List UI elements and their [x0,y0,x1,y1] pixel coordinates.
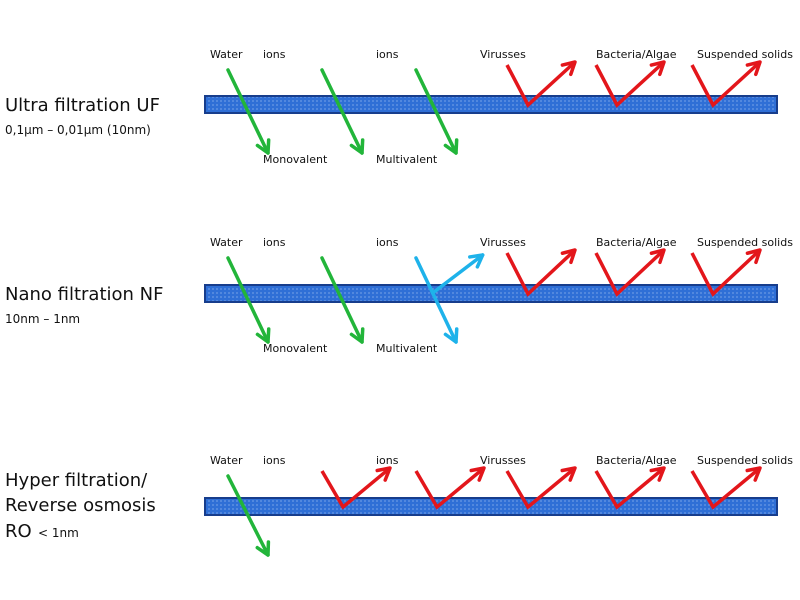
arrow-reject [690,248,762,297]
particle-label: ions [376,236,399,249]
particle-label: Suspended solids [697,454,793,467]
arrow-reject [414,466,486,510]
arrow-shaft [594,466,666,510]
arrow-reject [690,466,762,510]
arrowhead-icon [375,466,392,482]
arrow-reject [594,60,666,108]
particle-label: ions [263,48,286,61]
arrow-shaft [226,68,270,155]
membrane [204,284,778,303]
arrow-shaft [594,60,666,108]
arrowhead-icon [468,253,485,269]
arrow-shaft [690,60,762,108]
arrowhead-icon [745,60,762,77]
particle-label: Bacteria/Algae [596,236,677,249]
arrow-shaft [505,248,577,297]
arrow-reject [594,248,666,297]
arrow-pass [226,256,271,344]
particle-label: Suspended solids [697,236,793,249]
arrow-shaft [226,256,270,344]
filtration-row-0: Ultra filtration UF 0,1µm – 0,01µm (10nm)… [5,48,793,166]
row-title: Ultra filtration UF [5,95,160,116]
particle-label: Water [210,236,243,249]
arrow-reject [690,60,762,108]
particle-label: ions [376,48,399,61]
pore-size-range: 10nm – 1nm [5,312,80,326]
arrowhead-icon [469,466,486,482]
particle-label: ions [263,454,286,467]
arrow-reject [505,248,577,297]
particle-label: ions [263,236,286,249]
particle-label: Bacteria/Algae [596,48,677,61]
row-title: Hyper filtration/ [5,470,148,491]
arrowhead-icon [443,327,459,344]
particle-label: Suspended solids [697,48,793,61]
ion-type-label: Multivalent [376,342,438,355]
arrowhead-icon [560,60,577,77]
row-title: RO [5,521,32,542]
arrowhead-icon [649,466,666,482]
arrow-shaft [690,248,762,297]
membrane [204,95,778,114]
arrowhead-icon [349,327,365,344]
arrow-shaft [594,248,666,297]
arrowhead-icon [560,248,577,265]
arrow-shaft [414,256,458,344]
ion-type-label: Monovalent [263,153,328,166]
particle-label: ions [376,454,399,467]
row-title: Reverse osmosis [5,495,156,516]
particle-label: Virusses [480,48,526,61]
arrow-shaft [320,68,364,155]
arrow-shaft [690,466,762,510]
arrow-pass [226,68,271,155]
arrow-shaft [320,466,392,510]
arrow-pass [226,474,271,557]
arrow-shaft [414,466,486,510]
membrane [204,497,778,516]
arrowhead-icon [649,60,666,77]
particle-label: Virusses [480,236,526,249]
arrowhead-icon [255,138,271,155]
arrowhead-icon [255,540,271,557]
arrow-reject [505,60,577,108]
arrow-shaft [226,474,270,557]
arrowhead-icon [349,138,365,155]
arrow-shaft [320,256,364,344]
particle-label: Water [210,48,243,61]
arrowhead-icon [745,248,762,265]
arrow-partial [414,253,485,344]
row-title: Nano filtration NF [5,284,163,305]
ion-type-label: Monovalent [263,342,328,355]
arrow-shaft [414,68,458,155]
particle-label: Bacteria/Algae [596,454,677,467]
arrowhead-icon [560,466,577,482]
arrow-pass [414,68,459,155]
ion-type-label: Multivalent [376,153,438,166]
particle-label: Virusses [480,454,526,467]
particle-label: Water [210,454,243,467]
arrowhead-icon [443,138,459,155]
arrow-reject [320,466,392,510]
pore-size-range: < 1nm [38,526,79,540]
arrowhead-icon [255,327,271,344]
arrow-shaft [505,60,577,108]
pore-size-range: 0,1µm – 0,01µm (10nm) [5,123,151,137]
arrowhead-icon [745,466,762,482]
filtration-row-1: Nano filtration NF 10nm – 1nm Water ions ion… [5,236,793,355]
arrow-shaft [430,253,485,295]
arrow-pass [320,68,365,155]
arrow-reject [594,466,666,510]
arrow-reject [505,466,577,510]
arrowhead-icon [649,248,666,265]
arrow-pass [320,256,365,344]
arrow-shaft [505,466,577,510]
